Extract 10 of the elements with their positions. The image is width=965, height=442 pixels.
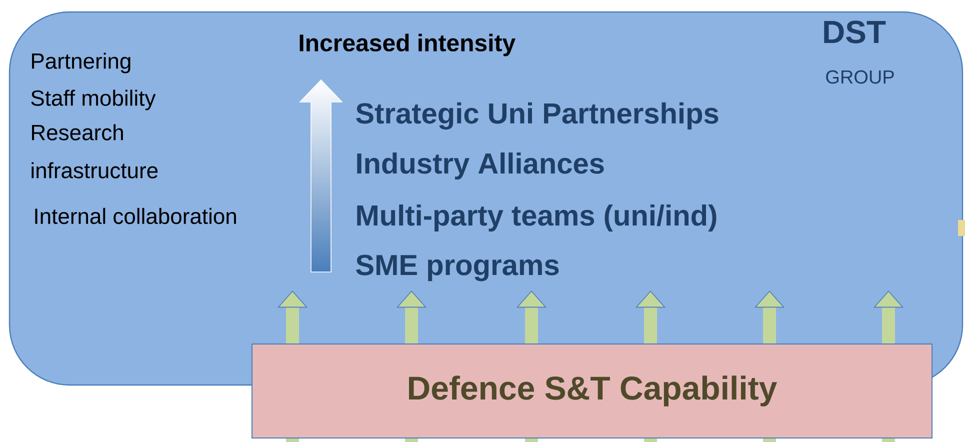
list-item: Strategic Uni Partnerships [356, 102, 718, 130]
axis-label: Increased intensity [300, 34, 516, 56]
list-item: Internal collaboration [35, 208, 236, 224]
list-item: Partnering [32, 52, 130, 74]
list-item: Staff mobility [31, 90, 156, 110]
list-item: Research infrastructure [32, 124, 158, 178]
capability-box: Defence S&T Capability [252, 344, 933, 438]
list-item: Multi-party teams (uni/ind) [357, 204, 716, 232]
list-item: SME programs [356, 254, 559, 282]
list-item: Industry Alliances [357, 152, 604, 180]
